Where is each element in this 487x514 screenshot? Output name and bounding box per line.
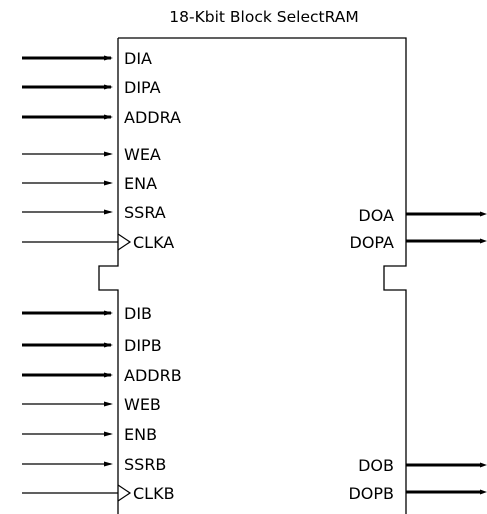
port-b-inputs: DIB DIPB ADDRB WEB ENB SSRB CLKB	[22, 304, 182, 503]
ssrb-label: SSRB	[124, 455, 166, 474]
addrb-label: ADDRB	[124, 366, 182, 385]
doa-label: DOA	[358, 206, 394, 225]
dopa-label: DOPA	[350, 233, 395, 252]
wea-arrow-icon	[104, 151, 113, 157]
ena-arrow-icon	[104, 180, 113, 186]
port-a-outputs: DOA DOPA	[350, 206, 487, 252]
ssra-label: SSRA	[124, 203, 166, 222]
ssrb-arrow-icon	[104, 461, 113, 467]
dob-arrow-icon	[480, 462, 487, 468]
dia-label: DIA	[124, 49, 152, 68]
dopb-label: DOPB	[348, 484, 394, 503]
port-b-outputs: DOB DOPB	[348, 456, 487, 503]
clka-label: CLKA	[133, 233, 174, 252]
addrb-arrow-icon	[104, 372, 113, 378]
block-outline	[98, 37, 407, 514]
clkb-clock-icon	[117, 484, 132, 502]
enb-label: ENB	[124, 425, 157, 444]
wea-label: WEA	[124, 145, 161, 164]
dipa-label: DIPA	[124, 78, 161, 97]
enb-arrow-icon	[104, 431, 113, 437]
dipb-arrow-icon	[104, 342, 113, 348]
dopa-arrow-icon	[480, 238, 487, 244]
ssra-arrow-icon	[104, 209, 113, 215]
addra-label: ADDRA	[124, 108, 181, 127]
dipa-arrow-icon	[104, 84, 113, 90]
web-label: WEB	[124, 395, 161, 414]
addra-arrow-icon	[104, 114, 113, 120]
dopb-arrow-icon	[480, 489, 487, 495]
dipb-label: DIPB	[124, 336, 162, 355]
web-arrow-icon	[104, 401, 113, 407]
clkb-label: CLKB	[133, 484, 175, 503]
dia-arrow-icon	[104, 55, 113, 61]
port-a-inputs: DIA DIPA ADDRA WEA ENA SSRA CLKA	[22, 49, 181, 252]
doa-arrow-icon	[480, 211, 487, 217]
dob-label: DOB	[358, 456, 394, 475]
ena-label: ENA	[124, 174, 157, 193]
dib-label: DIB	[124, 304, 152, 323]
dib-arrow-icon	[104, 310, 113, 316]
diagram-title: 18-Kbit Block SelectRAM	[169, 8, 358, 26]
clka-clock-icon	[117, 233, 132, 251]
